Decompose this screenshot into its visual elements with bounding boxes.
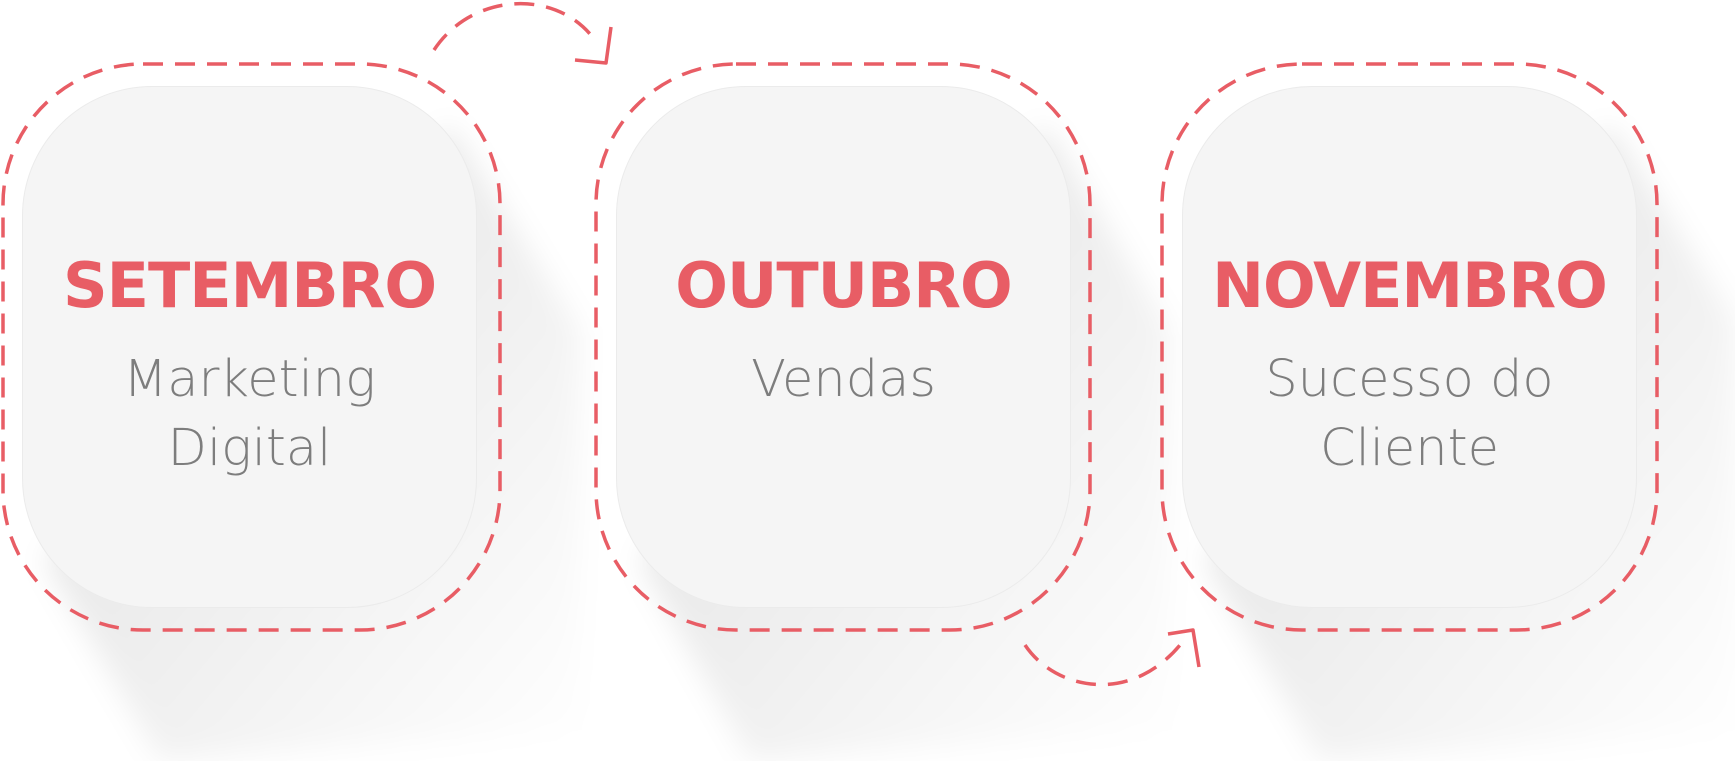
subject-line: Sucesso do xyxy=(1265,350,1554,409)
step-card-september: SETEMBRO Marketing Digital xyxy=(22,86,477,608)
month-title: SETEMBRO xyxy=(62,249,437,322)
subject-text: Marketing Digital xyxy=(70,345,430,483)
subject-text: Vendas xyxy=(664,345,1024,414)
step-card-october: OUTUBRO Vendas xyxy=(616,86,1071,608)
subject-line: Cliente xyxy=(1319,419,1500,478)
subject-line: Digital xyxy=(167,419,332,478)
subject-text: Sucesso do Cliente xyxy=(1230,345,1590,483)
month-title: OUTUBRO xyxy=(675,249,1012,322)
subject-line: Vendas xyxy=(751,350,936,409)
subject-line: Marketing xyxy=(123,350,376,409)
step-card-november: NOVEMBRO Sucesso do Cliente xyxy=(1182,86,1637,608)
month-title: NOVEMBRO xyxy=(1212,249,1608,322)
